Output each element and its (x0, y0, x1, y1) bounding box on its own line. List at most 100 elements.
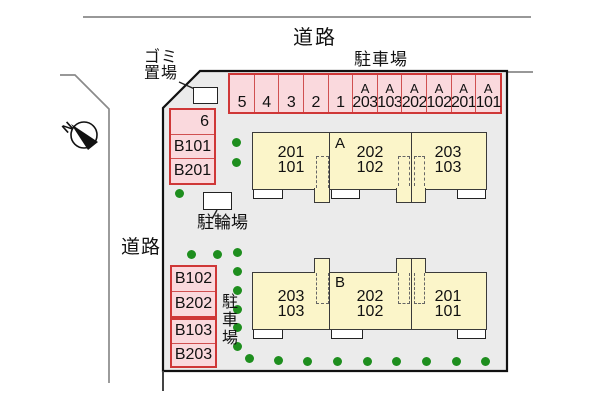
parking-space-3: 3 (278, 75, 303, 112)
unit-a-201-101: 201 101 (253, 144, 329, 176)
tree-icon (274, 356, 283, 365)
space-building-letter: A (360, 81, 370, 96)
parking-space-b201: B201 (171, 158, 214, 183)
tree-icon (452, 357, 461, 366)
tree-icon (392, 357, 401, 366)
building-b: B 203 103 202 102 201 101 (252, 272, 487, 330)
parking-space-b101: B101 (171, 133, 214, 159)
parking-column-top-left: 6 B101 B201 (169, 108, 216, 185)
north-arrow-needle (71, 124, 98, 150)
building-a-letter: A (335, 135, 346, 152)
parking-space-5: 5 (230, 75, 254, 112)
tree-icon (363, 357, 372, 366)
unit-number-lower: 102 (356, 303, 384, 320)
tab-divider (411, 188, 412, 202)
unit-number-upper: 203 (434, 144, 462, 161)
stairwell-dashed-outline (316, 156, 329, 188)
building-b-porch (457, 330, 486, 339)
garbage-label-line1: ゴミ (144, 49, 179, 66)
space-number: 4 (262, 94, 271, 111)
space-building-letter: A (434, 81, 444, 96)
parking-space-b203: B203 (172, 342, 215, 367)
unit-number-lower: 103 (434, 159, 462, 176)
space-number: 3 (286, 94, 296, 111)
unit-divider (329, 273, 330, 329)
space-number: 2 (311, 94, 321, 111)
parking-column-bottom-left-upper: B102 B202 (170, 265, 217, 318)
parking-space-2: 2 (302, 75, 328, 112)
building-b-porch (253, 330, 283, 339)
tree-icon (232, 158, 241, 167)
parking-lot-label-top: 駐車場 (354, 50, 408, 69)
space-number: 5 (237, 94, 247, 111)
stairwell-dashed-outline (414, 273, 425, 304)
compass-icon: N (59, 119, 98, 150)
unit-number-upper: 202 (356, 144, 384, 161)
tree-icon (233, 323, 242, 332)
space-building-letter: A (409, 81, 419, 96)
space-building-letter: A (385, 81, 394, 96)
space-number: 1 (336, 94, 345, 111)
garbage-area-label: ゴミ置場 (144, 50, 178, 82)
building-a-entry-tab (396, 188, 426, 203)
parking-space-6: 6 (200, 112, 209, 130)
tree-icon (232, 138, 241, 147)
parking-space-1: 1 (327, 75, 353, 112)
tree-icon (303, 357, 312, 366)
unit-number-lower: 101 (434, 303, 462, 320)
parking-lot-label-side: 駐車場 (219, 293, 236, 347)
unit-b-202-102: 202 102 (329, 288, 411, 320)
tree-icon (233, 305, 242, 314)
building-b-letter: B (335, 274, 346, 291)
space-number: 203 (352, 94, 378, 111)
unit-a-203-103: 203 103 (411, 144, 485, 176)
unit-divider (329, 133, 330, 189)
bicycle-parking-rect (203, 192, 232, 210)
space-number: 101 (475, 94, 502, 111)
space-number: 102 (426, 94, 452, 111)
building-a-entry-tab (314, 188, 330, 203)
stairwell-dashed-outline (398, 156, 410, 186)
unit-number-upper: 202 (356, 288, 384, 305)
parking-column-bottom-left-lower: B103 B203 (170, 318, 217, 368)
unit-a-202-102: 202 102 (329, 144, 411, 176)
parking-space-b102: B102 (174, 270, 213, 287)
building-a-porch (331, 190, 360, 199)
stairwell-dashed-outline (316, 273, 329, 304)
bicycle-leader-line (211, 209, 218, 220)
building-a-porch (457, 190, 486, 199)
unit-number-upper: 201 (277, 144, 305, 161)
stairwell-dashed-outline (398, 273, 410, 304)
garbage-area-rect (193, 87, 218, 104)
tab-divider (411, 259, 412, 273)
unit-divider (411, 133, 412, 189)
building-b-entry-tab (396, 258, 426, 273)
unit-divider (411, 273, 412, 329)
tree-icon (213, 250, 222, 259)
space-number: 202 (401, 94, 428, 111)
unit-number-lower: 101 (277, 159, 305, 176)
building-b-entry-tab (314, 258, 330, 273)
garbage-label-line2: 置場 (144, 65, 179, 82)
unit-b-203-103: 203 103 (253, 288, 329, 320)
unit-number-lower: 102 (356, 159, 384, 176)
tree-icon (233, 248, 242, 257)
unit-number-upper: 201 (434, 288, 462, 305)
parking-space-b103: B103 (174, 322, 213, 340)
tree-icon (233, 286, 242, 295)
parking-space-b202: B202 (172, 291, 215, 316)
tree-icon (245, 354, 254, 363)
unit-b-201-101: 201 101 (411, 288, 485, 320)
road-label-left: 道路 (121, 237, 162, 258)
building-b-porch (331, 330, 363, 339)
tree-icon (481, 357, 490, 366)
unit-number-upper: 203 (277, 288, 305, 305)
space-building-letter: A (483, 81, 493, 96)
